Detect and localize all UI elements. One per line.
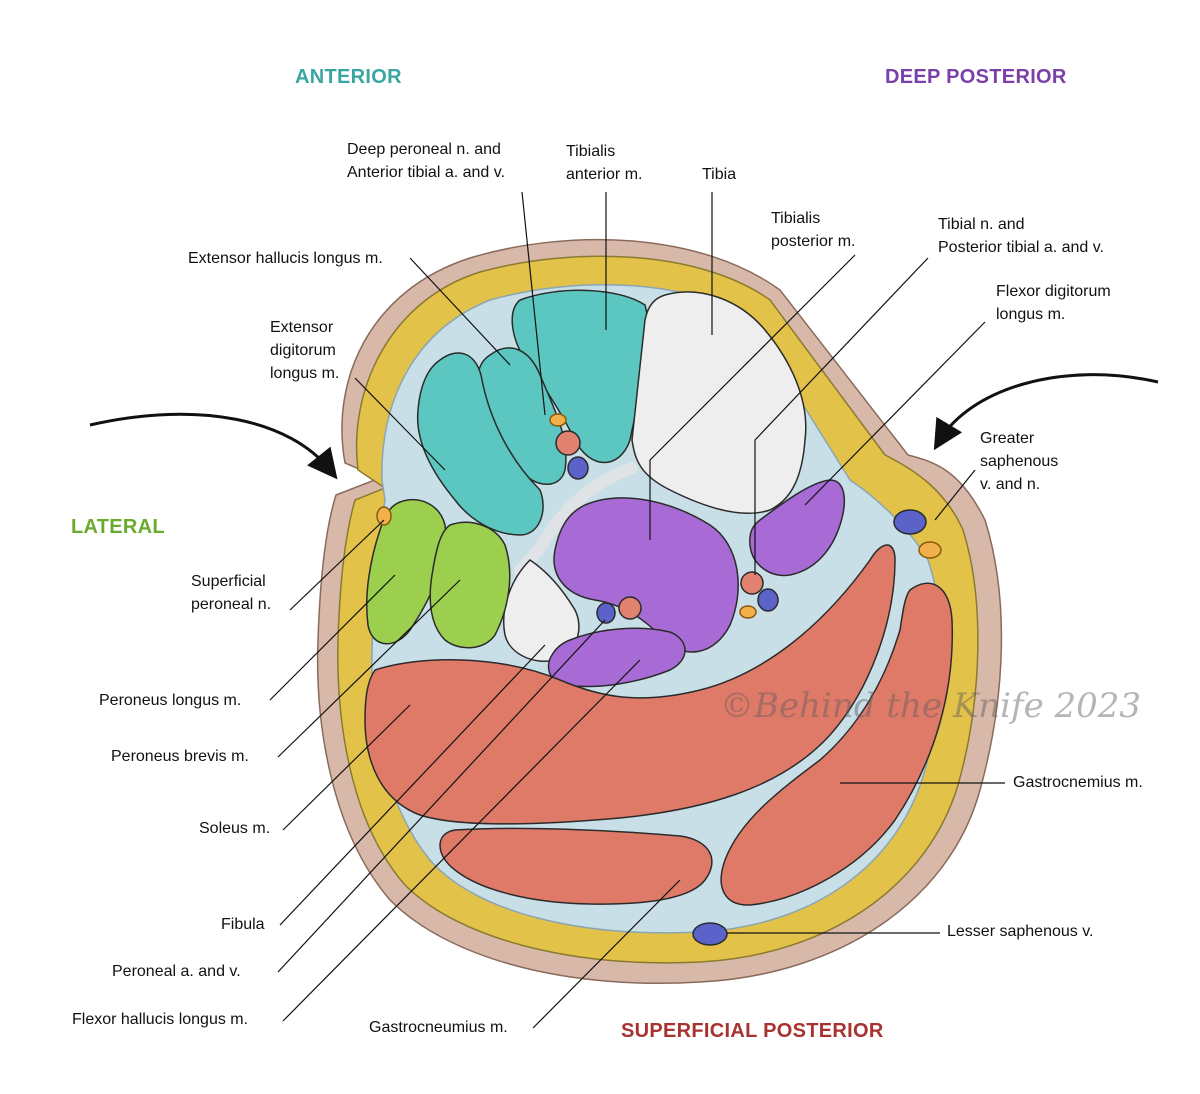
peroneus-longus-muscle (366, 499, 447, 645)
superficial-posterior-compartment-label: SUPERFICIAL POSTERIOR (621, 1020, 884, 1042)
lateral-incision-arrow (89, 412, 338, 480)
superficial-peroneal-nerve (376, 506, 392, 526)
label-tibial-nerve: Tibial n. and Posterior tibial a. and v. (938, 216, 1105, 256)
posterior-tibial-artery (740, 571, 764, 595)
posterior-tibial-bundle (739, 571, 779, 619)
flexor-hallucis-longus-muscle (547, 627, 686, 688)
label-lesser-saphenous: Lesser saphenous v. (947, 923, 1094, 940)
leader-peroneal-artery (277, 619, 606, 973)
leader-fibula (279, 644, 546, 926)
label-extensor-digitorum: Extensor digitorum longus m. (270, 319, 340, 382)
posterior-tibial-vein (757, 588, 779, 612)
label-deep-peroneal: Deep peroneal n. and Anterior tibial a. … (347, 141, 506, 181)
peroneus-brevis-muscle (429, 521, 511, 649)
lateral-compartment-label: LATERAL (71, 516, 165, 538)
label-tibia: Tibia (702, 166, 737, 183)
peroneal-artery (618, 596, 642, 620)
leader-extensor-digitorum (354, 377, 446, 471)
leader-greater-saphenous (934, 469, 976, 521)
gastrocnemius-lateral-muscle (439, 827, 713, 905)
anterior-tibial-artery (555, 430, 581, 456)
label-soleus: Soleus m. (199, 820, 271, 837)
label-fibula: Fibula (221, 916, 265, 933)
label-gastrocneumius: Gastrocneumius m. (369, 1019, 508, 1036)
leader-tibial-nerve (754, 257, 929, 441)
leader-superficial-peroneal (289, 519, 385, 611)
flexor-digitorum-longus-muscle (749, 479, 846, 577)
tibial-nerve (739, 605, 757, 619)
leader-peroneus-brevis (277, 579, 461, 758)
label-tibialis-posterior: Tibialis posterior m. (771, 210, 856, 250)
peroneal-vein (596, 602, 616, 624)
leader-tibialis-posterior (649, 254, 856, 461)
leader-gastrocneumius (532, 879, 681, 1029)
label-superficial-peroneal: Superficial peroneal n. (191, 573, 272, 613)
label-flexor-hallucis: Flexor hallucis longus m. (72, 1011, 249, 1028)
leader-flexor-hallucis (282, 659, 641, 1022)
anterior-tibial-vein (567, 456, 589, 480)
deep-peroneal-nerve (549, 413, 567, 427)
label-tibialis-anterior: Tibialis anterior m. (566, 143, 643, 183)
gastrocnemius-medial-muscle (720, 582, 954, 906)
peroneal-bundle (596, 596, 642, 624)
leader-deep-peroneal (521, 191, 546, 416)
label-peroneal-artery: Peroneal a. and v. (112, 963, 241, 980)
leader-peroneus-longus (269, 574, 396, 701)
saphenous-nerve (918, 541, 942, 559)
leader-extensor-hallucis (409, 257, 511, 366)
watermark: ©Behind the Knife 2023 (720, 686, 1142, 726)
label-peroneus-longus: Peroneus longus m. (99, 692, 242, 709)
greater-saphenous-vein (893, 509, 927, 535)
label-flexor-digitorum: Flexor digitorum longus m. (996, 283, 1111, 323)
deep-posterior-compartment-label: DEEP POSTERIOR (885, 66, 1067, 88)
label-gastrocnemius: Gastrocnemius m. (1013, 774, 1143, 791)
leader-soleus (282, 704, 411, 831)
leader-flexor-digitorum (804, 321, 986, 506)
anterior-compartment-label: ANTERIOR (295, 66, 402, 88)
label-extensor-hallucis: Extensor hallucis longus m. (188, 250, 383, 267)
label-greater-saphenous: Greater saphenous v. and n. (980, 430, 1059, 493)
soleus-muscle (364, 544, 896, 825)
medial-incision-arrow (933, 373, 1159, 451)
greater-saphenous-bundle (893, 509, 942, 559)
lesser-saphenous-vein (692, 922, 728, 946)
leader-lines (269, 191, 1005, 1029)
deep-peroneal-bundle (549, 413, 589, 480)
extensor-digitorum-longus-muscle (416, 352, 544, 536)
label-peroneus-brevis: Peroneus brevis m. (111, 748, 249, 765)
